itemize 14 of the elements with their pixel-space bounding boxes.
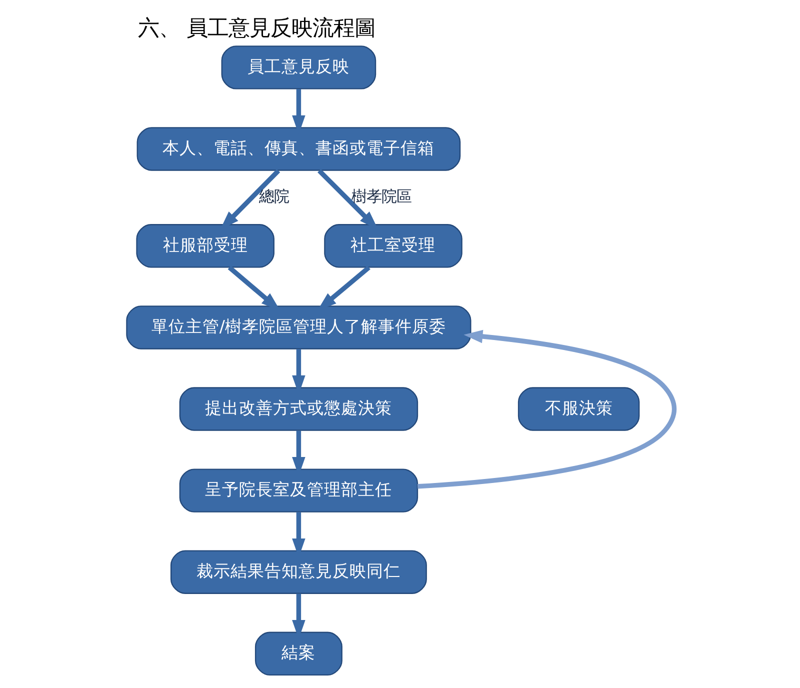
node-box: 社工室受理 bbox=[324, 224, 462, 268]
diagram-title: 六、 員工意見反映流程圖 bbox=[137, 16, 376, 41]
edge-label: 總院 bbox=[258, 187, 288, 206]
node-box: 裁示結果告知意見反映同仁 bbox=[170, 550, 426, 594]
edge-label: 樹孝院區 bbox=[350, 187, 411, 206]
node-box: 社服部受理 bbox=[136, 224, 274, 268]
node-box: 結案 bbox=[254, 632, 342, 676]
node-box: 員工意見反映 bbox=[220, 46, 376, 90]
arrow bbox=[416, 330, 676, 489]
node-box: 單位主管/樹孝院區管理人了解事件原委 bbox=[126, 306, 471, 350]
node-box: 不服決策 bbox=[517, 387, 640, 431]
node-box: 本人、電話、傳真、書函或電子信箱 bbox=[136, 127, 460, 171]
node-box: 提出改善方式或懲處決策 bbox=[178, 387, 418, 431]
node-box: 呈予院長室及管理部主任 bbox=[178, 468, 418, 512]
